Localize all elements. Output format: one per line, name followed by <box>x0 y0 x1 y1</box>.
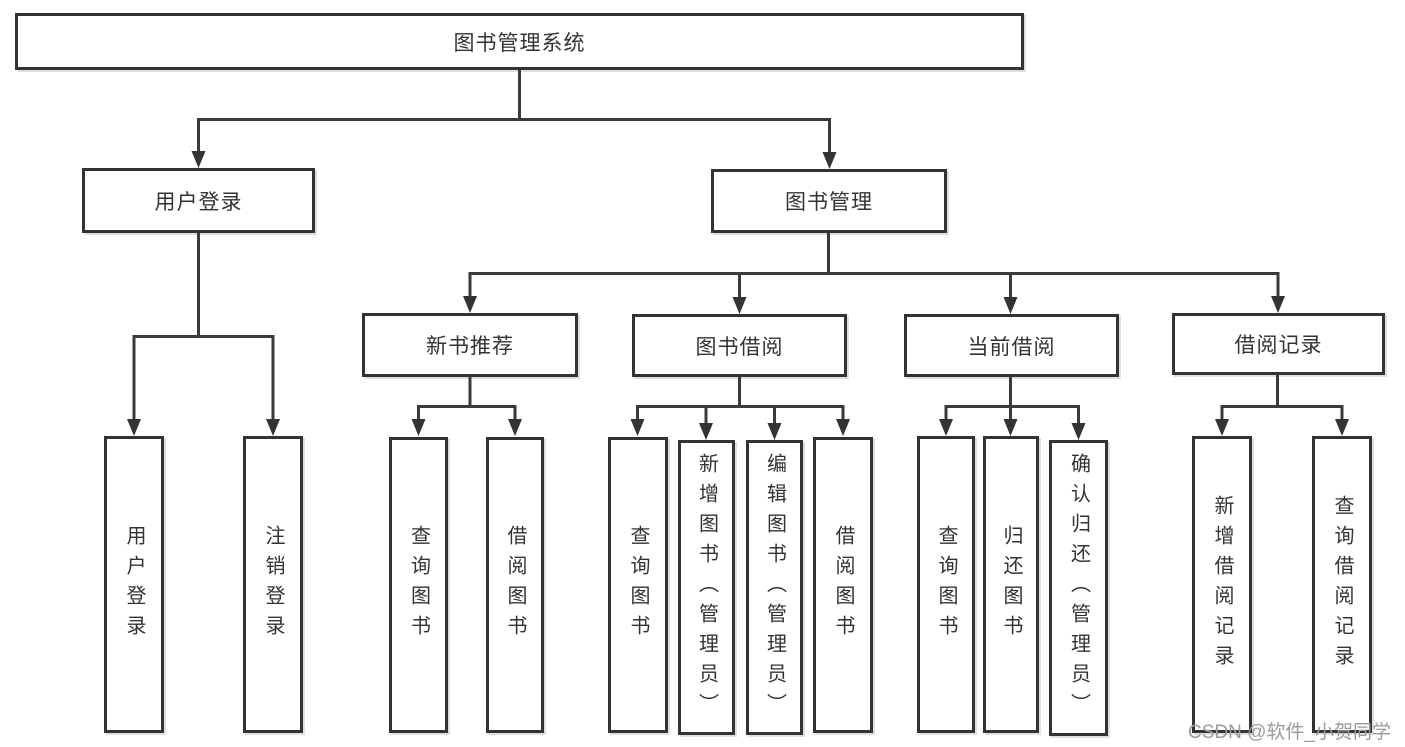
node-label: 借阅图书 <box>832 525 854 645</box>
node-label: 当前借阅 <box>967 335 1056 359</box>
leaf-add-books-admin: 新增图书（管理员） <box>678 440 735 735</box>
leaf-edit-books-admin: 编辑图书（管理员） <box>746 440 803 735</box>
watermark: CSDN @软件_小贺同学 <box>1188 722 1391 743</box>
leaf-query-books-2: 查询图书 <box>608 437 668 733</box>
node-label: 查询图书 <box>407 525 430 645</box>
node-user-login: 用户登录 <box>82 168 315 233</box>
node-label: 新增图书（管理员） <box>695 452 718 723</box>
node-label: 查询图书 <box>935 524 957 645</box>
node-current-borrowing: 当前借阅 <box>904 314 1119 377</box>
node-new-book-recommendation: 新书推荐 <box>362 313 578 377</box>
node-label: 借阅记录 <box>1234 334 1323 357</box>
leaf-query-borrow-record: 查询借阅记录 <box>1312 436 1372 733</box>
leaf-borrow-books-2: 借阅图书 <box>813 437 873 733</box>
node-book-borrowing: 图书借阅 <box>632 314 847 377</box>
node-label: 注销登录 <box>262 524 284 645</box>
node-label: 新增借阅记录 <box>1211 494 1233 675</box>
leaf-query-books-1: 查询图书 <box>389 437 448 733</box>
node-label: 用户登录 <box>123 524 145 645</box>
node-library-management-system: 图书管理系统 <box>15 13 1024 70</box>
leaf-query-books-3: 查询图书 <box>917 436 975 733</box>
node-label: 查询借阅记录 <box>1331 494 1353 675</box>
leaf-confirm-return-admin: 确认归还（管理员） <box>1049 440 1108 736</box>
leaf-borrow-books-1: 借阅图书 <box>486 437 544 733</box>
node-borrowing-records: 借阅记录 <box>1172 313 1385 375</box>
node-label: 新书推荐 <box>426 335 514 358</box>
node-label: 查询图书 <box>627 525 649 645</box>
leaf-add-borrow-record: 新增借阅记录 <box>1192 436 1252 733</box>
node-label: 图书管理 <box>785 191 873 214</box>
leaf-logout: 注销登录 <box>243 436 303 733</box>
node-label: 归还图书 <box>1000 524 1022 645</box>
leaf-return-books: 归还图书 <box>983 436 1039 733</box>
node-book-management: 图书管理 <box>711 169 947 233</box>
leaf-user-login: 用户登录 <box>104 436 164 733</box>
node-label: 借阅图书 <box>504 525 526 645</box>
node-label: 用户登录 <box>154 190 243 214</box>
node-label: 编辑图书（管理员） <box>763 452 786 723</box>
node-label: 图书管理系统 <box>453 31 586 55</box>
node-label: 图书借阅 <box>695 335 784 359</box>
node-label: 确认归还（管理员） <box>1067 453 1090 723</box>
